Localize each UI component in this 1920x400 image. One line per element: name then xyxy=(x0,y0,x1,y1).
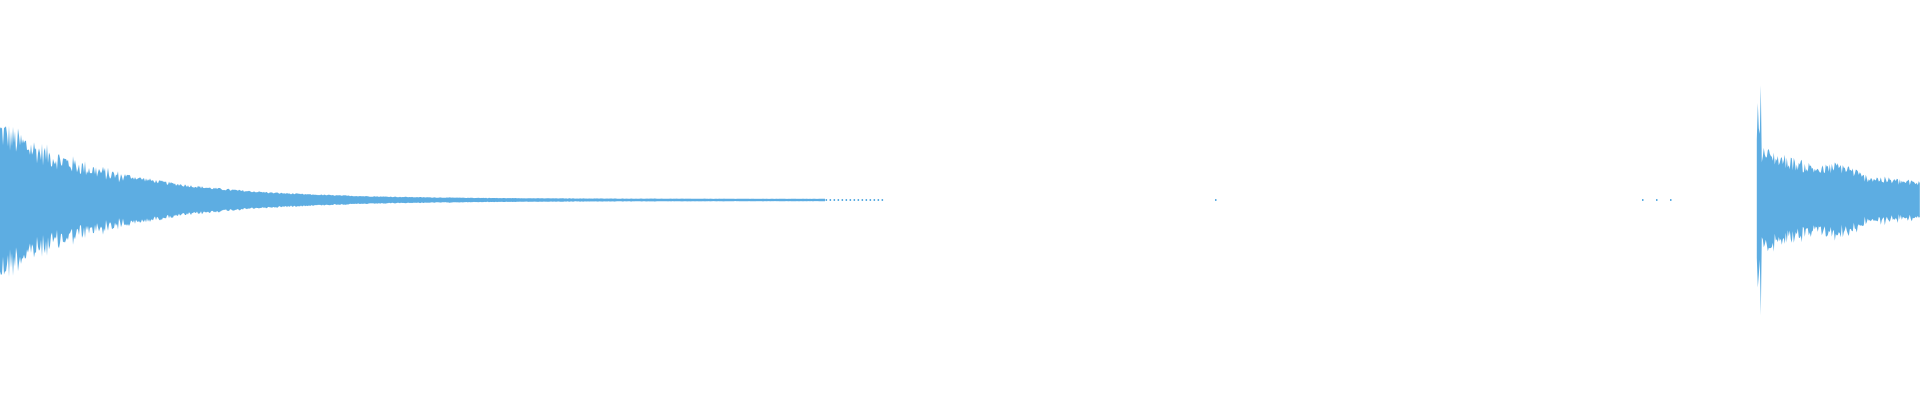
sparse-dots xyxy=(825,199,1672,201)
waveform-dot xyxy=(1656,199,1658,201)
waveform-dot xyxy=(1670,199,1672,201)
decay-tail-start-shape xyxy=(0,125,825,277)
waveform-dot xyxy=(873,199,876,201)
waveform-dot xyxy=(845,199,848,201)
waveform-dot xyxy=(869,199,872,201)
waveform-dot xyxy=(865,199,868,201)
waveform-dot xyxy=(877,199,880,201)
waveform-dot xyxy=(837,199,840,201)
waveform-dot xyxy=(1215,199,1217,201)
waveform-dot xyxy=(881,199,884,201)
waveform-dot xyxy=(849,199,852,201)
burst-end-shape xyxy=(1756,85,1920,316)
waveform-dot xyxy=(857,199,860,201)
waveform-dot xyxy=(1642,199,1644,201)
waveform-dot xyxy=(825,199,828,201)
waveform-dot xyxy=(833,199,836,201)
waveform-dot xyxy=(841,199,844,201)
waveform-dot xyxy=(861,199,864,201)
waveform-dot xyxy=(829,199,832,201)
waveform-dot xyxy=(853,199,856,201)
